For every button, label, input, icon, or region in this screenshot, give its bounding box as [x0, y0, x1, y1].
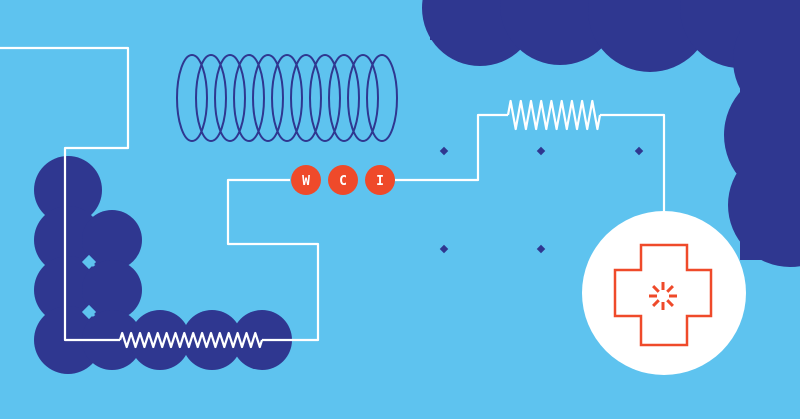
badge-c: C: [328, 165, 358, 195]
coil-loop: [195, 54, 227, 142]
bottom-spring: [118, 331, 264, 349]
badge-c-letter: C: [339, 174, 347, 189]
coil-loop: [252, 54, 284, 142]
snowflake-petal: [649, 294, 657, 298]
coil-loop: [347, 54, 379, 142]
snowflake-petal: [661, 282, 665, 290]
medical-cross-icon: [613, 243, 713, 347]
coil-loop: [233, 54, 265, 142]
coil-loop: [309, 54, 341, 142]
snowflake-petal: [661, 302, 665, 310]
emblem: [582, 211, 746, 375]
snowflake-petal: [652, 299, 660, 307]
snowflake-petal: [652, 285, 660, 293]
top-spring: [506, 99, 602, 131]
coil-loop: [176, 54, 208, 142]
blob-diamonds: [81, 254, 97, 320]
snowflake-petal: [666, 285, 674, 293]
circuit-wires: [0, 46, 666, 349]
badge-w-letter: W: [302, 174, 310, 189]
snowflake-petal: [669, 294, 677, 298]
badge-i: I: [365, 165, 395, 195]
coil-loop: [214, 54, 246, 142]
snowflake-icon: [649, 282, 677, 310]
badge-w: W: [291, 165, 321, 195]
snowflake-petal: [666, 299, 674, 307]
coil-loop: [271, 54, 303, 142]
coil-loop: [366, 54, 398, 142]
coil-loop: [328, 54, 360, 142]
coil-spring: [176, 54, 398, 142]
coil-loop: [290, 54, 322, 142]
wci-badges: W C I: [291, 165, 395, 195]
badge-i-letter: I: [376, 174, 384, 189]
top-right-cloud: [422, 0, 800, 267]
